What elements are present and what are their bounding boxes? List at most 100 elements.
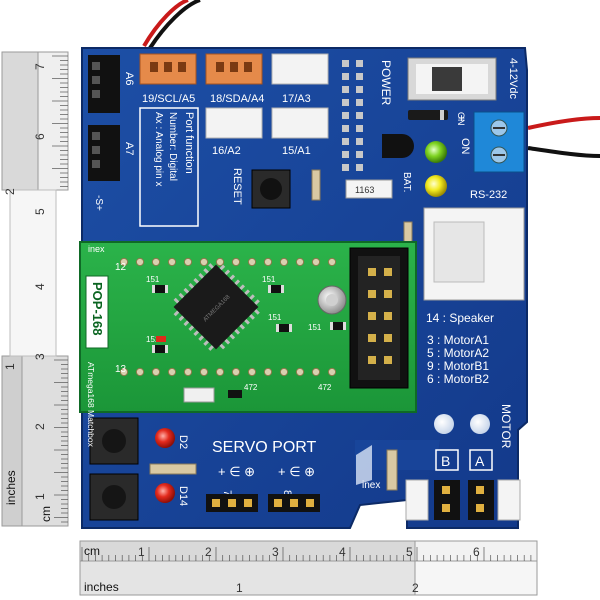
power-led-green <box>425 141 447 163</box>
isp-pin <box>384 356 392 364</box>
label-pin-19: 19/SCL/A5 <box>142 93 195 105</box>
r151-1: 151 <box>146 335 160 344</box>
label-switch-on: ON <box>456 112 466 126</box>
left-cm-number: 6 <box>33 133 47 140</box>
module-inex: inex <box>88 244 105 254</box>
module-vertical-text: ATmega168 Matchbox <box>86 362 96 448</box>
connector-18 <box>205 53 263 85</box>
power-led-yellow <box>425 175 447 197</box>
label-servo-8: 8 <box>281 490 293 496</box>
motor-led-a <box>470 414 490 434</box>
chip-leg <box>178 315 185 322</box>
isp-pin <box>384 290 392 298</box>
label-pin-18: 18/SDA/A4 <box>210 93 264 105</box>
label-d14: D14 <box>177 486 189 506</box>
module-pin <box>311 257 321 267</box>
left-cm-number: 5 <box>33 208 47 215</box>
chip-leg <box>188 325 195 332</box>
chip-leg <box>244 319 250 325</box>
header-pin <box>342 73 349 80</box>
header-pin <box>356 112 363 119</box>
led-d2 <box>155 428 175 448</box>
svg-text:-S+: -S+ <box>93 195 104 211</box>
bottom-inch-number: 1 <box>236 581 243 595</box>
module-pin <box>183 367 193 377</box>
header-pin <box>342 151 349 158</box>
module-pin <box>327 367 337 377</box>
header-pin <box>342 60 349 67</box>
chip-leg <box>183 287 190 294</box>
led-d14 <box>155 483 175 503</box>
module-pin <box>295 257 305 267</box>
svg-text:+: + <box>458 111 465 125</box>
chip-leg <box>208 263 214 269</box>
bottom-inch-number: 2 <box>412 581 419 595</box>
label-a6: A6 <box>123 72 135 85</box>
module-pin <box>279 257 289 267</box>
port-function-title: Port function <box>183 112 195 174</box>
module-name-box <box>85 275 109 349</box>
chip-leg <box>249 314 255 320</box>
chip-leg <box>183 320 190 327</box>
module-pin <box>151 257 161 267</box>
label-servo-7: 7 <box>221 490 233 496</box>
r151-0: 151 <box>146 275 160 284</box>
module-pin-13: 13 <box>115 364 127 375</box>
module-pin <box>183 257 193 267</box>
module-pin <box>263 257 273 267</box>
bottom-cm-number: 6 <box>473 545 480 559</box>
module-pin <box>167 257 177 267</box>
chip-leg <box>173 310 180 317</box>
label-d2: D2 <box>177 435 189 449</box>
chip-leg <box>239 284 245 291</box>
motor-map-1: 5 : MotorA2 <box>427 346 489 360</box>
module-pin <box>231 367 241 377</box>
module-pin <box>135 257 145 267</box>
header-pin <box>342 99 349 106</box>
motor-map-0: 3 : MotorA1 <box>427 333 489 347</box>
label-pin-15: 15/A1 <box>282 145 311 157</box>
port-function-box <box>139 107 199 227</box>
module-pin <box>119 367 129 377</box>
module-pin <box>311 367 321 377</box>
module-pin <box>247 367 257 377</box>
chip-leg <box>198 273 204 279</box>
bottom-cm-number: 3 <box>272 545 279 559</box>
chip-leg <box>219 264 226 271</box>
chip-leg <box>173 297 180 304</box>
header-pin <box>342 125 349 132</box>
left-ruler-cm-label: cm <box>39 506 53 522</box>
label-motor: MOTOR <box>499 404 513 449</box>
isp-pin <box>368 334 376 342</box>
port-function-line1: Number: Digital <box>167 112 178 181</box>
header-pin <box>356 164 363 171</box>
chip-leg <box>193 278 200 284</box>
smd-resistors <box>152 285 346 353</box>
isp-pin <box>384 334 392 342</box>
isp-pin <box>368 268 376 276</box>
chip-leg <box>219 343 226 350</box>
module-pin-12: 12 <box>115 262 127 273</box>
module-pin <box>167 367 177 377</box>
capacitor <box>345 179 393 199</box>
header-pin <box>356 60 363 67</box>
left-cm-number: 2 <box>33 423 47 430</box>
label-motor-a: A <box>475 453 485 469</box>
label-a7: A7 <box>123 142 135 155</box>
left-inch-number: 1 <box>3 363 17 370</box>
chip-leg <box>254 299 260 305</box>
svg-text:+ ∈ ⊕: + ∈ ⊕ <box>218 464 255 479</box>
r151-2: 151 <box>262 275 276 284</box>
atmega168-chip <box>173 263 260 351</box>
label-power: POWER <box>379 60 393 106</box>
module-pin <box>263 367 273 377</box>
left-inch-number: 2 <box>3 188 17 195</box>
isp-pin <box>384 268 392 276</box>
label-bat: BAT. <box>401 172 412 192</box>
bottom-ruler-inches-label: inches <box>84 580 119 594</box>
chip-leg <box>193 330 200 336</box>
chip-leg <box>234 328 241 335</box>
r151-3: 151 <box>268 313 282 322</box>
